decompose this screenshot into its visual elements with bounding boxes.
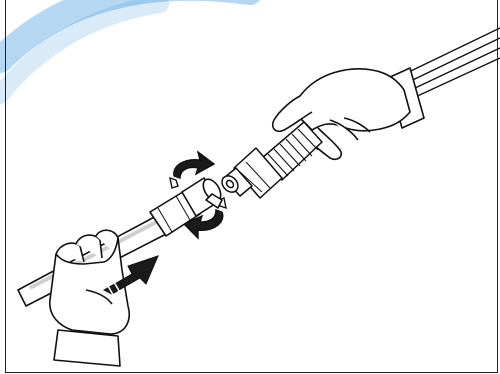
left-hand <box>50 230 129 366</box>
watermark-arc <box>0 0 250 95</box>
gun-coupling <box>219 122 322 198</box>
